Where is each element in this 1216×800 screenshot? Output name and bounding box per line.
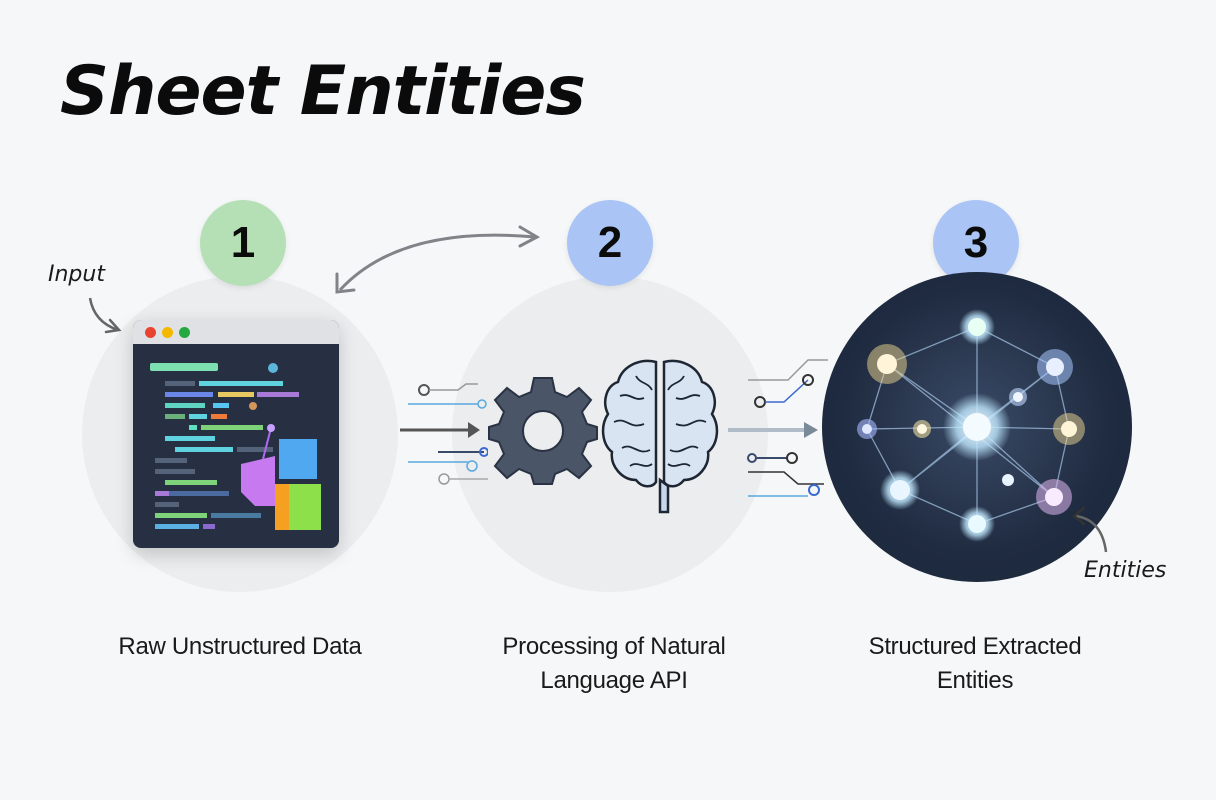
page-title: Sheet Entities [60, 52, 586, 131]
step-3-number: 3 [963, 218, 989, 267]
network-graph-icon [822, 272, 1132, 582]
minimize-dot-icon [162, 326, 173, 338]
curved-double-arrow-icon [335, 225, 541, 294]
step-1-number: 1 [230, 218, 256, 267]
entities-annotation: Entities [1084, 558, 1167, 583]
step-2-badge: 2 [567, 200, 653, 286]
close-dot-icon [145, 326, 156, 338]
window-titlebar [133, 320, 339, 344]
brain-icon [601, 359, 719, 514]
step-1-caption: Raw Unstructured Data [80, 630, 400, 664]
entities-arrow-icon [1071, 506, 1108, 553]
step-1-badge: 1 [200, 200, 286, 286]
maximize-dot-icon [179, 326, 190, 338]
step-3-caption-line1: Structured Extracted [868, 633, 1082, 660]
input-annotation: Input [48, 262, 105, 287]
step-2-caption: Processing of Natural Language API [454, 630, 774, 698]
step-3-badge: 3 [933, 200, 1019, 286]
code-lines-icon [150, 363, 321, 530]
step-3-caption-line2: Entities [936, 667, 1014, 694]
step-1-caption-line1: Raw Unstructured Data [118, 633, 362, 660]
input-arrow-icon [88, 297, 122, 334]
step-3-caption: Structured Extracted Entities [815, 630, 1135, 698]
step-2-caption-line2: Language API [540, 667, 688, 694]
code-window-icon [133, 320, 339, 548]
flow-arrow-1-icon [400, 383, 488, 485]
gear-icon [488, 377, 598, 485]
step-2-caption-line1: Processing of Natural [502, 633, 726, 660]
step-2-number: 2 [597, 218, 623, 267]
entity-network-svg [857, 309, 1085, 542]
flow-arrow-2-icon [728, 359, 828, 497]
